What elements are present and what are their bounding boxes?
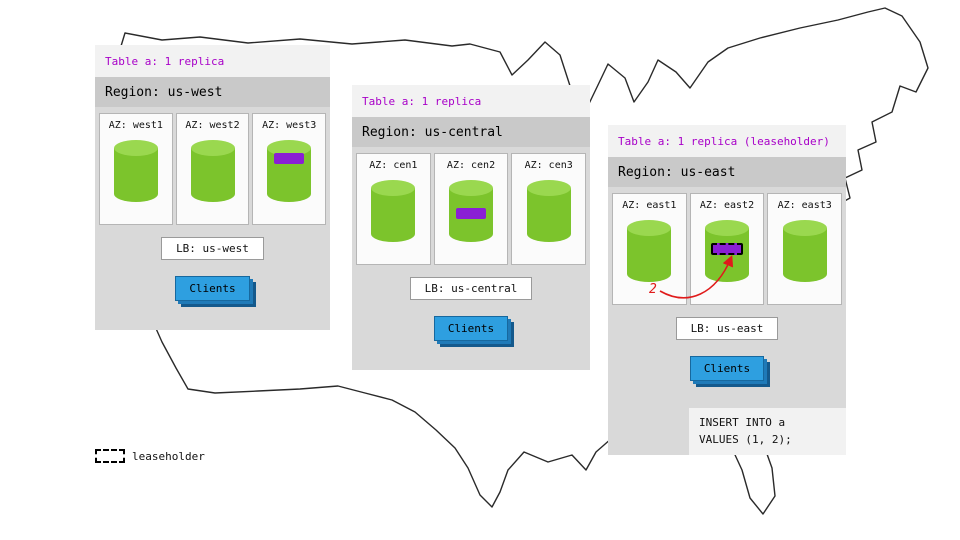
az-box-east3: AZ: east3 [767, 193, 843, 305]
az-label: AZ: cen1 [369, 160, 418, 171]
az-box-east2: AZ: east2 [689, 193, 765, 305]
database-cylinder-icon [703, 219, 751, 285]
leaseholder-replica-badge [711, 243, 743, 255]
legend: leaseholder [95, 449, 205, 463]
az-label: AZ: east1 [622, 200, 677, 211]
value-2-annotation: 2 [649, 282, 657, 297]
clients-node-us-central: Clients [433, 316, 509, 341]
region-panel-us-west: Table a: 1 replica Region: us-west AZ: w… [95, 45, 330, 330]
database-cylinder-icon [781, 219, 829, 285]
az-label: AZ: west3 [262, 120, 317, 131]
az-row-us-central: AZ: cen1 AZ: cen2 [352, 147, 590, 271]
database-cylinder-icon [265, 139, 313, 205]
az-label: AZ: cen2 [446, 160, 496, 171]
database-cylinder-icon [189, 139, 237, 205]
region-panel-us-east: Table a: 1 replica (leaseholder) Region:… [608, 125, 846, 455]
load-balancer-us-west: LB: us-west [161, 237, 264, 260]
replica-badge [456, 208, 486, 219]
az-box-west2: AZ: west2 [175, 113, 250, 225]
load-balancer-us-east: LB: us-east [675, 317, 779, 340]
clients-node-us-east: Clients [689, 356, 765, 381]
az-row-us-east: AZ: east1 AZ: east2 [608, 187, 846, 311]
az-box-west1: AZ: west1 [99, 113, 173, 225]
az-box-cen2: AZ: cen2 [433, 153, 509, 265]
az-row-us-west: AZ: west1 AZ: west2 [95, 107, 330, 231]
az-label: AZ: east3 [777, 200, 832, 211]
region-panel-us-central: Table a: 1 replica Region: us-central AZ… [352, 85, 590, 370]
sql-insert-note: INSERT INTO a VALUES (1, 2); [689, 408, 846, 455]
az-box-west3: AZ: west3 [252, 113, 327, 225]
table-replica-header-us-east: Table a: 1 replica (leaseholder) [608, 125, 846, 157]
database-cylinder-icon [525, 179, 573, 245]
database-cylinder-icon [369, 179, 417, 245]
database-cylinder-icon [112, 139, 160, 205]
database-cylinder-icon [625, 219, 673, 285]
az-box-cen1: AZ: cen1 [356, 153, 431, 265]
load-balancer-us-central: LB: us-central [409, 277, 533, 300]
az-box-east1: AZ: east1 [612, 193, 687, 305]
az-label: AZ: west1 [108, 120, 163, 131]
replica-badge [274, 153, 305, 164]
table-replica-header-us-central: Table a: 1 replica [352, 85, 590, 117]
az-label: AZ: east2 [699, 200, 755, 211]
region-title-us-central: Region: us-central [352, 117, 590, 147]
legend-label: leaseholder [132, 449, 205, 463]
clients-node-us-west: Clients [175, 276, 250, 301]
table-replica-header-us-west: Table a: 1 replica [95, 45, 330, 77]
leaseholder-swatch-icon [95, 449, 125, 463]
az-box-cen3: AZ: cen3 [511, 153, 587, 265]
az-label: AZ: west2 [185, 120, 240, 131]
region-title-us-west: Region: us-west [95, 77, 330, 107]
database-cylinder-icon [447, 179, 495, 245]
az-label: AZ: cen3 [524, 160, 573, 171]
region-title-us-east: Region: us-east [608, 157, 846, 187]
